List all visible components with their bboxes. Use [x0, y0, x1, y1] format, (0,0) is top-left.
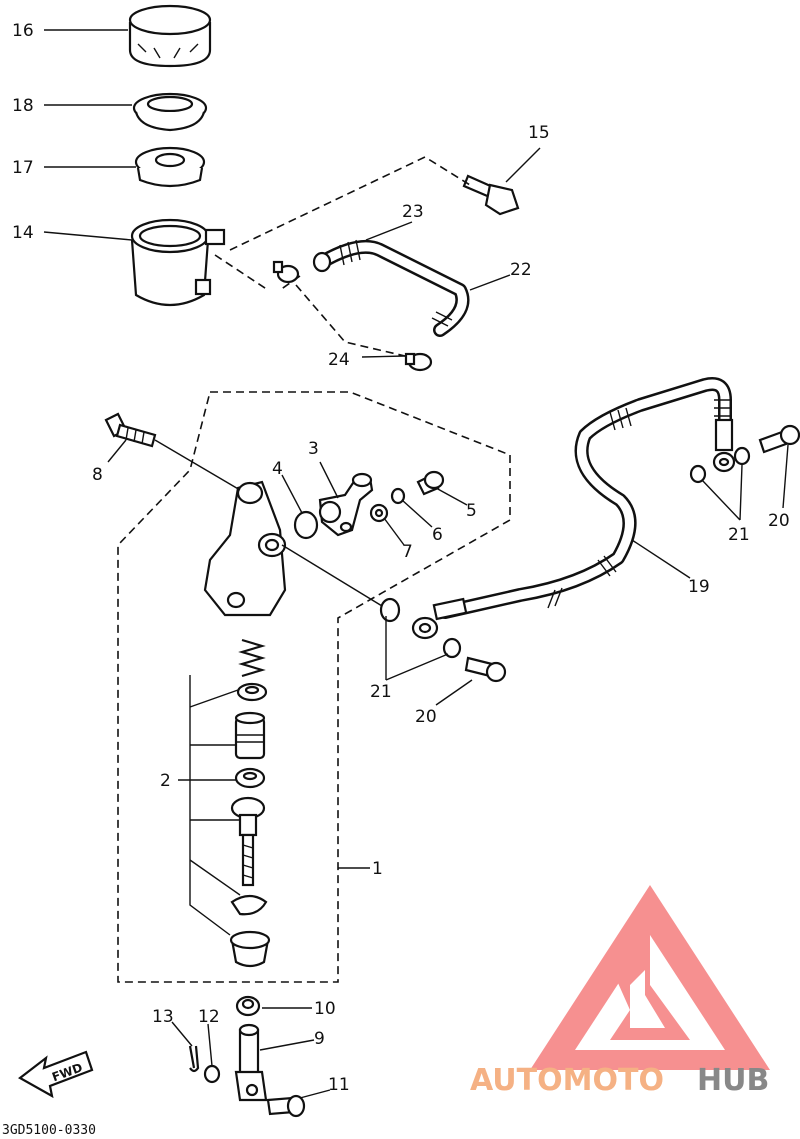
callouts: 16 18 17 14 15 23 22 24 8 3 4 5 6 7 21 2… [12, 21, 790, 1095]
callout-17: 17 [12, 158, 34, 178]
leader-lines [43, 29, 789, 1099]
diagram-code: 3GD5100-0330 [2, 1123, 96, 1138]
cup-seal-upper [236, 682, 268, 702]
callout-4: 4 [272, 459, 283, 479]
callout-1: 1 [372, 859, 383, 879]
hose-clamp-upper [272, 260, 300, 284]
callout-2: 2 [160, 771, 171, 791]
callout-21-lower: 21 [370, 682, 392, 702]
reservoir-cap [128, 4, 212, 68]
copper-washer-21-body [379, 597, 401, 623]
cotter-pin-13 [188, 1045, 200, 1073]
union-bolt-20-upper [758, 424, 800, 454]
screw-5 [416, 470, 445, 496]
copper-washer-21-upper-a [689, 464, 707, 484]
push-rod [230, 796, 266, 887]
diaphragm-plate [134, 146, 206, 188]
washer-7-hole [374, 508, 384, 518]
callout-9: 9 [314, 1029, 325, 1049]
clevis-9 [234, 1023, 268, 1102]
hose-clamp-lower [404, 352, 433, 372]
fwd-arrow: FWD [18, 1050, 94, 1099]
callout-3: 3 [308, 439, 319, 459]
circlip-6 [390, 487, 406, 505]
callout-20-lower: 20 [415, 707, 437, 727]
o-ring-4 [293, 510, 319, 540]
callout-16: 16 [12, 21, 34, 41]
cup-seal-lower [234, 767, 266, 789]
callout-11: 11 [328, 1075, 350, 1095]
callout-14: 14 [12, 223, 34, 243]
callout-10: 10 [314, 999, 336, 1019]
spring [238, 638, 266, 678]
reservoir-dashed-link [214, 156, 471, 357]
copper-washer-21-upper-b [733, 446, 751, 466]
callout-20-upper: 20 [768, 511, 790, 531]
callout-19: 19 [688, 577, 710, 597]
watermark-text-automoto: AUTOMOTO [470, 1063, 664, 1098]
callout-21-upper: 21 [728, 525, 750, 545]
callout-15: 15 [528, 123, 550, 143]
callout-8: 8 [92, 465, 103, 485]
banjo-fitting-lower [411, 597, 468, 640]
callout-23: 23 [402, 202, 424, 222]
reservoir-hose [312, 239, 470, 337]
washer-12 [203, 1064, 221, 1084]
diaphragm-seal [132, 92, 208, 132]
internal-kit [189, 675, 241, 936]
nut-10 [235, 995, 261, 1017]
callout-6: 6 [432, 525, 443, 545]
pin-11 [266, 1094, 306, 1118]
bolt-15 [462, 174, 520, 216]
master-cylinder-outline [117, 391, 511, 983]
reservoir-tank [130, 218, 226, 306]
master-cylinder-body [203, 480, 287, 617]
callout-5: 5 [466, 501, 477, 521]
brake-hose-19 [438, 377, 732, 619]
callout-18: 18 [12, 96, 34, 116]
callout-7: 7 [402, 542, 413, 562]
dust-boot [229, 930, 271, 968]
callout-24: 24 [328, 350, 350, 370]
hose-joint-3 [318, 472, 374, 537]
callout-12: 12 [198, 1007, 220, 1027]
piston [234, 711, 266, 760]
callout-13: 13 [152, 1007, 174, 1027]
copper-washer-21-lower [442, 637, 462, 659]
circlip [230, 894, 268, 916]
watermark-text-hub: HUB [697, 1063, 769, 1098]
union-bolt-20-lower [464, 656, 507, 683]
callout-22: 22 [510, 260, 532, 280]
bolt-8 [104, 412, 157, 448]
banjo-fitting-upper [712, 418, 736, 473]
watermark-logo [530, 885, 770, 1070]
